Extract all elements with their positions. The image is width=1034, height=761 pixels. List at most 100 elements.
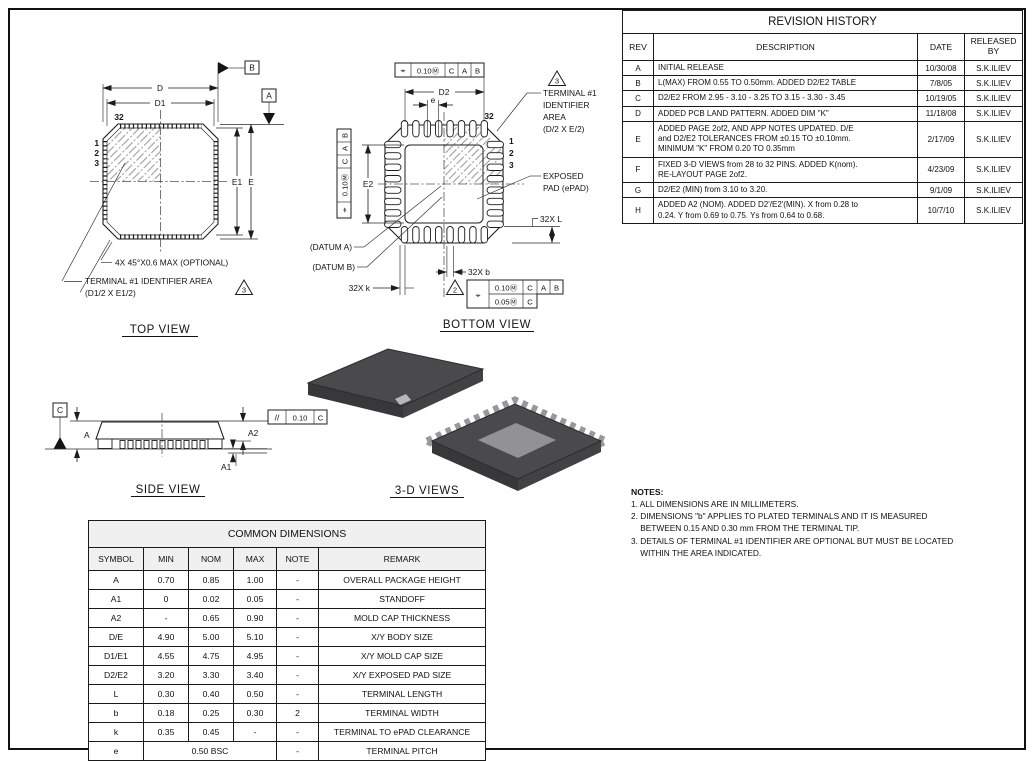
symbol-cell: e xyxy=(88,741,144,761)
description-cell: ADDED PAGE 2of2, AND APP NOTES UPDATED. … xyxy=(653,120,918,158)
rev-cell: C xyxy=(622,90,654,107)
nom-cell: 0.25 xyxy=(188,703,234,723)
rev-cell: B xyxy=(622,75,654,92)
revision-history-title: REVISION HISTORY xyxy=(621,10,1024,34)
note-flag-2-triangle xyxy=(445,279,465,295)
col-header-date: DATE xyxy=(917,33,965,61)
dim-label-32xb: 32X b xyxy=(468,267,490,277)
col-header-nom: NOM xyxy=(188,547,234,571)
terminal-ticks xyxy=(103,124,218,239)
nom-cell: 0.40 xyxy=(188,684,234,704)
date-cell: 10/7/10 xyxy=(917,197,965,224)
common-dimensions-table: COMMON DIMENSIONS SYMBOL MIN NOM MAX NOT… xyxy=(87,520,487,761)
dim-label-a: A xyxy=(84,430,90,440)
note-cell: - xyxy=(276,646,319,666)
three-d-views: 3-D VIEWS xyxy=(306,348,615,498)
date-cell: 7/8/05 xyxy=(917,75,965,92)
remark-cell: OVERALL PACKAGE HEIGHT xyxy=(317,570,487,590)
released-by-cell: S.K.ILIEV xyxy=(963,156,1024,184)
released-by-cell: S.K.ILIEV xyxy=(963,182,1024,199)
fcf-left: ⌖ 0.10Ⓜ C A B xyxy=(336,128,352,219)
position-symbol: ⌖ xyxy=(401,66,406,76)
rev-cell: E xyxy=(622,120,654,158)
fcf-datum-c2: C xyxy=(527,298,533,307)
note-cell: - xyxy=(276,684,319,704)
description-cell: ADDED A2 (NOM). ADDED D2'/E2'(MIN). X fr… xyxy=(653,197,918,224)
side-view-title: SIDE VIEW xyxy=(136,484,201,496)
max-cell: 3.40 xyxy=(233,665,277,685)
dim-label-e: E xyxy=(248,177,254,187)
top-view-title: TOP VIEW xyxy=(130,324,191,336)
symbol-cell: A xyxy=(88,570,144,590)
datum-a-callout: (DATUM A) xyxy=(310,242,352,252)
released-by-cell: S.K.ILIEV xyxy=(963,197,1024,224)
note-item-1: 1. ALL DIMENSIONS ARE IN MILLIMETERS. xyxy=(631,499,799,510)
package-3d-top xyxy=(306,348,485,418)
rev-cell: G xyxy=(622,182,654,199)
fcf-bottom: ⌖ 0.10Ⓜ C A B 0.05Ⓜ C xyxy=(466,279,564,309)
min-cell: 4.55 xyxy=(143,646,189,666)
bottom-view-title: BOTTOM VIEW xyxy=(443,319,531,331)
remark-cell: X/Y MOLD CAP SIZE xyxy=(317,646,487,666)
fcf-datum-a: A xyxy=(341,145,350,151)
col-header-remark: REMARK xyxy=(317,547,487,571)
terminal1-id-hatch xyxy=(107,128,161,182)
description-cell: INITIAL RELEASE xyxy=(653,59,918,77)
col-header-description: DESCRIPTION xyxy=(653,33,918,61)
note-flag-3-triangle xyxy=(547,70,567,86)
max-cell: 5.10 xyxy=(233,627,277,647)
nom-cell: 0.65 xyxy=(188,608,234,628)
date-cell: 11/18/08 xyxy=(917,105,965,122)
fcf-top: ⌖ 0.10Ⓜ C A B xyxy=(394,62,485,78)
fcf-tolerance: 0.10 xyxy=(293,414,308,423)
note-cell: - xyxy=(276,741,319,761)
rev-cell: A xyxy=(622,59,654,77)
bottom-view: ⌖ 0.10Ⓜ C A B D2 e ⌖ 0.10Ⓜ C A B xyxy=(310,62,597,332)
terminal1-id-hatch-bottom xyxy=(444,127,501,184)
dim-label-d2: D2 xyxy=(439,87,450,97)
remark-cell: TERMINAL TO ePAD CLEARANCE xyxy=(317,722,487,742)
col-header-symbol: SYMBOL xyxy=(88,547,144,571)
symbol-cell: D2/E2 xyxy=(88,665,144,685)
remark-cell: TERMINAL LENGTH xyxy=(317,684,487,704)
terminal1-id-line3: AREA xyxy=(543,112,566,122)
fcf-datum-c: C xyxy=(449,67,455,76)
dim-label-a2: A2 xyxy=(248,428,259,438)
position-symbol: ⌖ xyxy=(476,290,481,300)
max-cell: 0.05 xyxy=(233,589,277,609)
date-cell: 10/19/05 xyxy=(917,90,965,107)
fcf-datum-b: B xyxy=(341,133,350,138)
top-view: D D1 B A 32 1 2 3 E1 E 4X 45°X xyxy=(61,60,284,337)
symbol-cell: k xyxy=(88,722,144,742)
col-header-released-by: RELEASED BY xyxy=(963,33,1024,61)
remark-cell: MOLD CAP THICKNESS xyxy=(317,608,487,628)
note-flag-3: 3 xyxy=(242,286,246,295)
min-cell: 3.20 xyxy=(143,665,189,685)
col-header-max: MAX xyxy=(233,547,277,571)
side-terminals xyxy=(97,438,223,449)
note-cell: - xyxy=(276,608,319,628)
date-cell: 10/30/08 xyxy=(917,59,965,77)
min-cell: 0 xyxy=(143,589,189,609)
dim-label-e-pitch: e xyxy=(431,95,436,105)
note-cell: - xyxy=(276,589,319,609)
nom-cell: 5.00 xyxy=(188,627,234,647)
revision-history-table: REVISION HISTORY REV DESCRIPTION DATE RE… xyxy=(621,10,1024,224)
parallelism-fcf: // 0.10 C xyxy=(267,409,328,425)
fcf-datum-b: B xyxy=(475,67,480,76)
dim-label-32xL: 32X L xyxy=(540,214,562,224)
dim-label-e2: E2 xyxy=(363,179,374,189)
remark-cell: STANDOFF xyxy=(317,589,487,609)
span-cell: 0.50 BSC xyxy=(143,741,277,761)
fcf-datum-c: C xyxy=(341,158,350,164)
